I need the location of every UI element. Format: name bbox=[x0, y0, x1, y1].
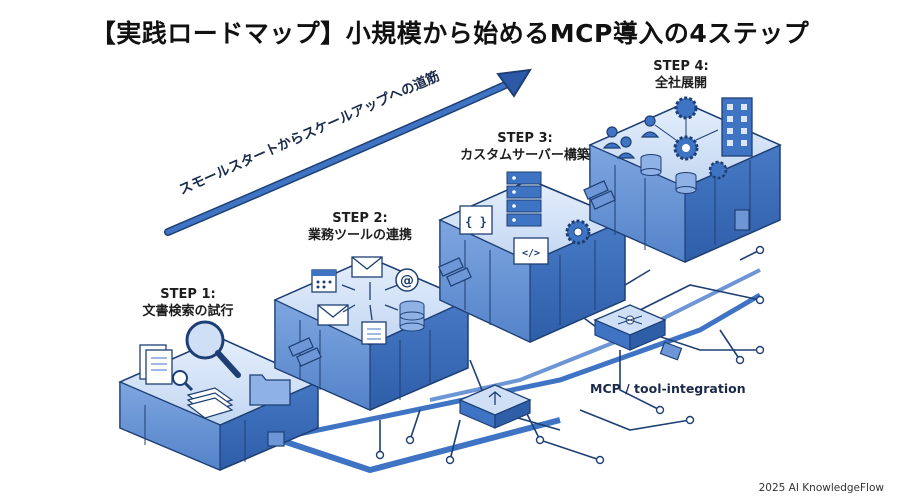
magnifier-icon bbox=[185, 320, 241, 378]
hub-device-left bbox=[458, 384, 532, 429]
step1-label: STEP 1: 文書検索の試行 bbox=[128, 286, 248, 320]
step2-number: STEP 2: bbox=[332, 211, 388, 226]
block-connectors bbox=[267, 180, 750, 447]
database-icon bbox=[640, 154, 697, 194]
building-icon bbox=[721, 97, 753, 157]
integration-label: MCP / tool-integration bbox=[590, 381, 746, 396]
step4-name: 全社展開 bbox=[654, 76, 707, 91]
step1-name: 文書検索の試行 bbox=[142, 304, 234, 319]
network-gear-icon bbox=[654, 96, 728, 180]
flow-arrows bbox=[341, 282, 399, 321]
step3-label: STEP 3: カスタムサーバー構築 bbox=[440, 130, 610, 164]
svg-text:</>: </> bbox=[522, 248, 540, 259]
checklist-icon bbox=[361, 321, 387, 345]
footer-credit: 2025 AI KnowledgeFlow bbox=[758, 482, 884, 494]
step3-number: STEP 3: bbox=[497, 131, 553, 146]
paper-stack-icon bbox=[186, 387, 234, 419]
gear-icon bbox=[565, 219, 591, 245]
cable-nodes bbox=[375, 245, 765, 465]
calendar-icon bbox=[311, 269, 337, 293]
svg-text:{ }: { } bbox=[465, 215, 487, 229]
step1-number: STEP 1: bbox=[160, 287, 216, 302]
folder-icon bbox=[249, 374, 291, 406]
step4-number: STEP 4: bbox=[653, 59, 709, 74]
step2-label: STEP 2: 業務ツールの連携 bbox=[290, 210, 430, 244]
step2-name: 業務ツールの連携 bbox=[307, 228, 412, 243]
server-rack-icon bbox=[506, 171, 542, 227]
step3-name: カスタムサーバー構築 bbox=[460, 148, 590, 163]
code-tag-icon: </> bbox=[513, 237, 549, 265]
scale-up-arrow bbox=[164, 68, 532, 236]
code-braces-icon: { } bbox=[459, 205, 493, 235]
small-magnifier-icon bbox=[172, 370, 194, 392]
database-icon bbox=[399, 300, 425, 332]
at-sign-icon: @ bbox=[395, 268, 419, 292]
hub-device-right bbox=[593, 304, 667, 351]
step4-label: STEP 4: 全社展開 bbox=[636, 58, 726, 92]
svg-text:@: @ bbox=[400, 273, 414, 289]
documents-icon bbox=[139, 344, 173, 385]
mail-icon bbox=[317, 256, 383, 326]
page-title: 【実践ロードマップ】小規模から始めるMCP導入の4ステップ bbox=[90, 19, 810, 48]
users-icon bbox=[602, 115, 660, 159]
